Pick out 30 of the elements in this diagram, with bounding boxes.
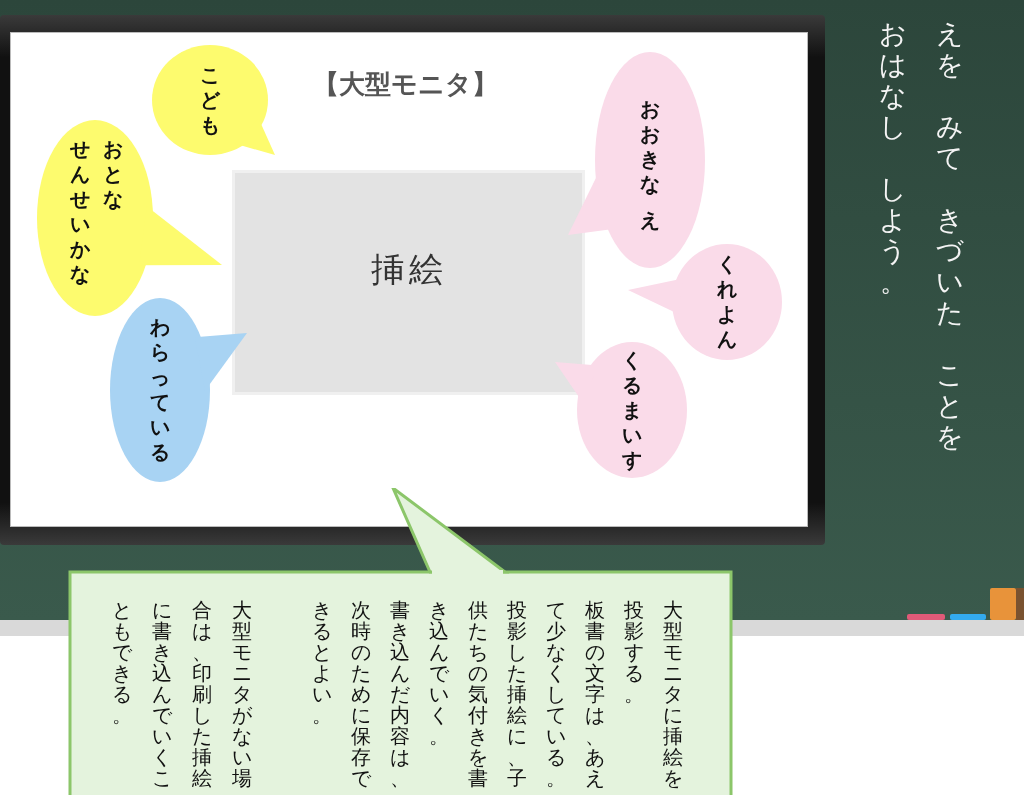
- bubble-text: くるまいす: [621, 347, 643, 473]
- illustration-field: 挿絵: [232, 170, 585, 395]
- board-text: えを: [935, 18, 965, 80]
- bubble-text: おおきな: [639, 97, 661, 197]
- bubble-text: わらっている: [149, 315, 171, 465]
- bubble-text: くれよん: [716, 252, 738, 352]
- board-text: おはなし: [878, 18, 908, 142]
- bubble-text: え: [639, 207, 661, 233]
- note-text: 書き込んだ内容は、: [389, 600, 411, 789]
- note-text: 板書の文字は、あえ: [584, 600, 606, 789]
- board-text: きづいた: [935, 204, 965, 328]
- note-text: 大型モニタに挿絵を: [662, 600, 684, 789]
- board-text: みて: [935, 111, 965, 173]
- board-text: しよう。: [878, 173, 908, 297]
- note-text: き込んでいく。: [428, 600, 450, 747]
- board-text: ことを: [935, 359, 965, 452]
- chalkboard: [0, 0, 1024, 620]
- bubble-text: おとなせんせいかな: [68, 137, 124, 287]
- note-text: 合は、印刷した挿絵: [191, 600, 213, 789]
- note-text: 大型モニタがない場: [231, 600, 253, 789]
- note-text: に書き込んでいくこ: [151, 600, 173, 789]
- note-text: 投影する。: [623, 600, 645, 705]
- note-text: 供たちの気付きを書: [467, 600, 489, 789]
- note-text: 次時のために保存で: [350, 600, 372, 789]
- monitor-title: 【大型モニタ】: [311, 68, 499, 101]
- bubble-text: こども: [199, 62, 221, 138]
- note-text: 投影した挿絵に、子: [506, 600, 528, 789]
- note-text: ともできる。: [111, 600, 133, 726]
- note-text: きるとよい。: [311, 600, 333, 726]
- note-text: て少なくしている。: [545, 600, 567, 789]
